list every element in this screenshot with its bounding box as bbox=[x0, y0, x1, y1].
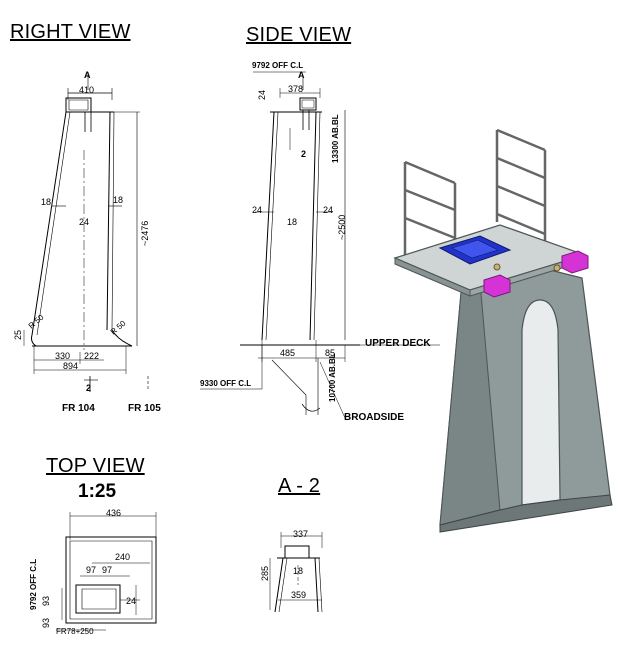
right-wall-right: 18 bbox=[113, 195, 124, 205]
upper-deck-label: UPPER DECK bbox=[365, 338, 431, 349]
right-base-right: 222 bbox=[84, 351, 100, 361]
frame-right: FR 105 bbox=[128, 403, 161, 414]
top-side-b: 93 bbox=[41, 617, 51, 628]
side-elevation-bottom: 10700 AB.BL bbox=[328, 353, 337, 402]
side-wall-left: 24 bbox=[252, 205, 263, 215]
side-view-drawing bbox=[200, 72, 440, 418]
side-section-mark: A bbox=[298, 70, 305, 80]
side-elevation-top: 13300 AB.BL bbox=[331, 114, 340, 163]
top-left-a: 97 bbox=[86, 565, 97, 575]
side-wall-right: 24 bbox=[323, 205, 334, 215]
right-view-drawing bbox=[24, 72, 148, 392]
top-off-cl: 9792 OFF C.L bbox=[29, 558, 38, 610]
side-top-offset: 24 bbox=[257, 89, 267, 100]
side-base-left: 485 bbox=[280, 348, 296, 358]
right-base-total: 894 bbox=[63, 361, 79, 371]
side-height: ~2500 bbox=[337, 214, 347, 240]
top-side-a: 93 bbox=[41, 595, 51, 606]
railing bbox=[405, 130, 545, 258]
top-inner-width: 240 bbox=[115, 552, 131, 562]
top-width: 436 bbox=[106, 508, 122, 518]
isometric-model bbox=[395, 130, 612, 532]
side-view-title: SIDE VIEW bbox=[246, 24, 352, 46]
right-view-title: RIGHT VIEW bbox=[10, 21, 131, 43]
right-height: ~2476 bbox=[140, 220, 150, 246]
top-frame: FR78+250 bbox=[56, 627, 94, 636]
right-base-height: 25 bbox=[13, 329, 23, 340]
side-base-right: 85 bbox=[325, 348, 336, 358]
top-view-drawing bbox=[56, 512, 156, 630]
right-center: 24 bbox=[79, 217, 90, 227]
section-a2-title: A - 2 bbox=[278, 475, 321, 497]
a2-center: 18 bbox=[293, 566, 304, 576]
a2-height: 285 bbox=[260, 565, 270, 581]
section-a2-drawing bbox=[270, 532, 322, 612]
right-section-mark: A bbox=[84, 70, 91, 80]
top-view-title: TOP VIEW bbox=[46, 455, 145, 477]
side-off-cl-bottom: 9330 OFF C.L bbox=[200, 379, 252, 388]
top-left-b: 97 bbox=[102, 565, 113, 575]
side-off-cl-top: 9792 OFF C.L bbox=[252, 61, 304, 70]
top-center: 24 bbox=[126, 596, 137, 606]
right-base-left: 330 bbox=[55, 351, 71, 361]
side-center: 18 bbox=[287, 217, 298, 227]
a2-width: 337 bbox=[293, 529, 309, 539]
top-view-scale: 1:25 bbox=[78, 481, 117, 502]
right-section-arrow: 2 bbox=[86, 383, 92, 393]
right-width-top: 410 bbox=[79, 85, 95, 95]
a2-base: 359 bbox=[291, 590, 307, 600]
right-wall-left: 18 bbox=[41, 197, 52, 207]
side-width-top: 378 bbox=[288, 84, 304, 94]
broadside-label: BROADSIDE bbox=[344, 412, 405, 423]
frame-left: FR 104 bbox=[62, 403, 95, 414]
side-section-arrow: 2 bbox=[301, 149, 307, 159]
